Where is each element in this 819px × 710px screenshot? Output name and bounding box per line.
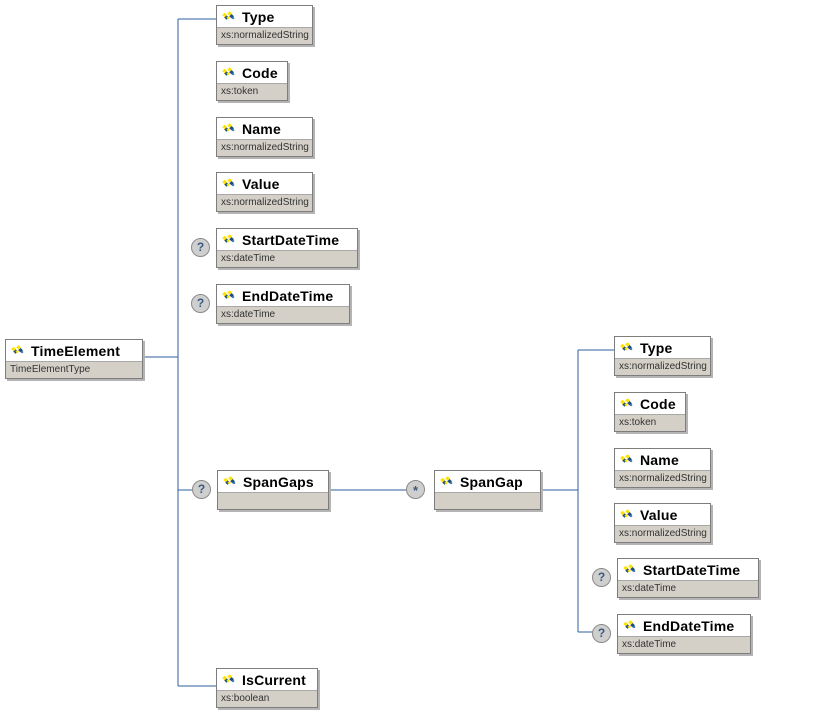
xsd-element-icon bbox=[221, 10, 237, 23]
xsd-element-icon bbox=[439, 475, 455, 488]
node-enddatetime-right[interactable]: EndDateTime xs:dateTime bbox=[617, 614, 751, 654]
node-startdatetime-left-type: xs:dateTime bbox=[217, 250, 357, 267]
occurrence-marker-enddatetime-right[interactable]: ? bbox=[592, 624, 611, 643]
node-startdatetime-right-label: StartDateTime bbox=[643, 561, 741, 578]
xsd-element-icon bbox=[10, 344, 26, 357]
xsd-element-icon bbox=[221, 122, 237, 135]
node-spangaps-type bbox=[218, 492, 328, 509]
node-code-left-type: xs:token bbox=[217, 83, 287, 100]
node-code-right-label: Code bbox=[640, 395, 676, 412]
node-name-right-label: Name bbox=[640, 451, 679, 468]
node-value-right-label: Value bbox=[640, 506, 678, 523]
occurrence-marker-startdatetime-left[interactable]: ? bbox=[191, 238, 210, 257]
node-spangap[interactable]: SpanGap bbox=[434, 470, 541, 510]
node-enddatetime-right-title: EndDateTime bbox=[618, 615, 750, 636]
node-name-right-type: xs:normalizedString bbox=[615, 470, 710, 487]
node-code-left[interactable]: Code xs:token bbox=[216, 61, 288, 101]
node-name-left-label: Name bbox=[242, 120, 281, 137]
node-timeelement[interactable]: TimeElement TimeElementType bbox=[5, 339, 143, 379]
xsd-element-icon bbox=[221, 289, 237, 302]
node-startdatetime-left[interactable]: StartDateTime xs:dateTime bbox=[216, 228, 358, 268]
node-spangaps-title: SpanGaps bbox=[218, 471, 328, 492]
xsd-element-icon bbox=[622, 563, 638, 576]
node-spangap-label: SpanGap bbox=[460, 473, 523, 490]
node-timeelement-label: TimeElement bbox=[31, 342, 121, 359]
xsd-element-icon bbox=[221, 66, 237, 79]
node-code-left-label: Code bbox=[242, 64, 278, 81]
xsd-element-icon bbox=[222, 475, 238, 488]
node-value-left-label: Value bbox=[242, 175, 280, 192]
node-timeelement-type: TimeElementType bbox=[6, 361, 142, 378]
node-startdatetime-right[interactable]: StartDateTime xs:dateTime bbox=[617, 558, 759, 598]
node-name-right[interactable]: Name xs:normalizedString bbox=[614, 448, 711, 488]
xsd-element-icon bbox=[221, 177, 237, 190]
node-enddatetime-right-label: EndDateTime bbox=[643, 617, 735, 634]
occurrence-marker-startdatetime-right[interactable]: ? bbox=[592, 568, 611, 587]
node-value-left-title: Value bbox=[217, 173, 312, 194]
xsd-element-icon bbox=[619, 341, 635, 354]
node-enddatetime-left-title: EndDateTime bbox=[217, 285, 349, 306]
node-type-right-title: Type bbox=[615, 337, 710, 358]
node-spangaps-label: SpanGaps bbox=[243, 473, 314, 490]
node-iscurrent-label: IsCurrent bbox=[242, 671, 307, 688]
node-startdatetime-right-type: xs:dateTime bbox=[618, 580, 758, 597]
occurrence-marker-spangap[interactable]: * bbox=[406, 480, 425, 499]
node-startdatetime-left-label: StartDateTime bbox=[242, 231, 340, 248]
node-timeelement-title: TimeElement bbox=[6, 340, 142, 361]
node-spangap-type bbox=[435, 492, 540, 509]
node-spangaps[interactable]: SpanGaps bbox=[217, 470, 329, 510]
node-enddatetime-left-type: xs:dateTime bbox=[217, 306, 349, 323]
node-iscurrent-title: IsCurrent bbox=[217, 669, 317, 690]
occurrence-marker-spangaps[interactable]: ? bbox=[192, 480, 211, 499]
xsd-element-icon bbox=[622, 619, 638, 632]
node-type-left-label: Type bbox=[242, 8, 275, 25]
node-spangap-title: SpanGap bbox=[435, 471, 540, 492]
node-type-right[interactable]: Type xs:normalizedString bbox=[614, 336, 711, 376]
node-name-left[interactable]: Name xs:normalizedString bbox=[216, 117, 313, 157]
node-value-right-type: xs:normalizedString bbox=[615, 525, 710, 542]
node-type-left-type: xs:normalizedString bbox=[217, 27, 312, 44]
node-name-left-title: Name bbox=[217, 118, 312, 139]
node-code-right[interactable]: Code xs:token bbox=[614, 392, 686, 432]
node-name-right-title: Name bbox=[615, 449, 710, 470]
node-type-left[interactable]: Type xs:normalizedString bbox=[216, 5, 313, 45]
xsd-element-icon bbox=[619, 397, 635, 410]
node-iscurrent[interactable]: IsCurrent xs:boolean bbox=[216, 668, 318, 708]
xsd-element-icon bbox=[221, 233, 237, 246]
node-enddatetime-right-type: xs:dateTime bbox=[618, 636, 750, 653]
occurrence-marker-enddatetime-left[interactable]: ? bbox=[191, 294, 210, 313]
xsd-element-icon bbox=[619, 508, 635, 521]
node-enddatetime-left[interactable]: EndDateTime xs:dateTime bbox=[216, 284, 350, 324]
node-value-right-title: Value bbox=[615, 504, 710, 525]
node-code-left-title: Code bbox=[217, 62, 287, 83]
node-code-right-title: Code bbox=[615, 393, 685, 414]
node-type-left-title: Type bbox=[217, 6, 312, 27]
node-value-left[interactable]: Value xs:normalizedString bbox=[216, 172, 313, 212]
node-enddatetime-left-label: EndDateTime bbox=[242, 287, 334, 304]
xsd-element-icon bbox=[619, 453, 635, 466]
node-type-right-label: Type bbox=[640, 339, 673, 356]
node-startdatetime-right-title: StartDateTime bbox=[618, 559, 758, 580]
node-code-right-type: xs:token bbox=[615, 414, 685, 431]
node-type-right-type: xs:normalizedString bbox=[615, 358, 710, 375]
node-iscurrent-type: xs:boolean bbox=[217, 690, 317, 707]
node-value-left-type: xs:normalizedString bbox=[217, 194, 312, 211]
node-startdatetime-left-title: StartDateTime bbox=[217, 229, 357, 250]
node-name-left-type: xs:normalizedString bbox=[217, 139, 312, 156]
xsd-element-icon bbox=[221, 673, 237, 686]
node-value-right[interactable]: Value xs:normalizedString bbox=[614, 503, 711, 543]
